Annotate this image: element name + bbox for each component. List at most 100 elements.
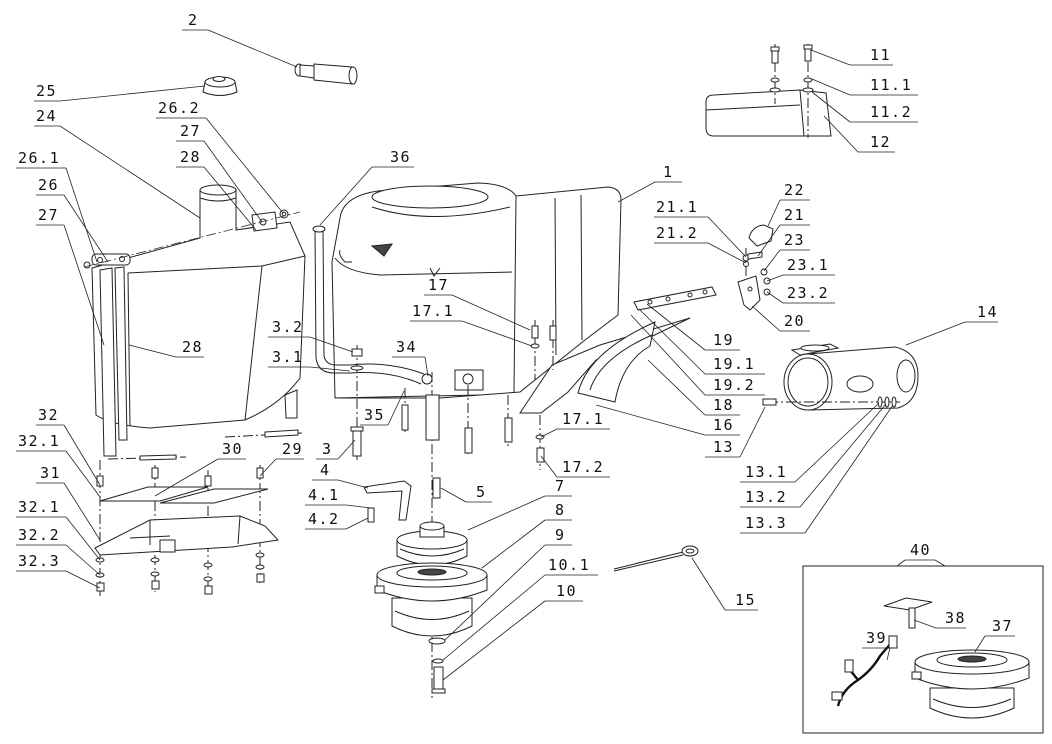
callout-36-label: 36: [390, 148, 411, 166]
callout-3-leader: [337, 439, 356, 460]
callout-32-1-2-leader: [65, 516, 101, 561]
callout-22: 22: [767, 181, 810, 227]
callout-9: 9: [444, 526, 572, 641]
callout-17: 17: [424, 276, 531, 331]
callout-32-1: 32.1: [16, 432, 101, 498]
callout-18: 18: [647, 359, 740, 416]
callout-14-leader: [905, 321, 966, 346]
callout-29-label: 29: [282, 440, 303, 458]
callout-11: 11: [810, 46, 893, 66]
callout-17-2-label: 17.2: [562, 458, 604, 476]
callout-37-label: 37: [992, 617, 1013, 635]
handle-grip-part: [294, 63, 358, 85]
callout-13-2: 13.2: [740, 403, 887, 508]
rod-part: [107, 429, 303, 461]
callout-26-1-label: 26.1: [18, 149, 60, 167]
callout-19-1: 19.1: [638, 308, 765, 375]
callout-32-2-label: 32.2: [18, 526, 60, 544]
callout-22-label: 22: [784, 181, 805, 199]
callout-3-1: 3.1: [268, 348, 351, 372]
callout-21-2: 21.2: [654, 224, 747, 264]
callout-3-2: 3.2: [268, 318, 354, 353]
callout-40: 40: [896, 541, 946, 567]
fuel-tank-part: [91, 184, 306, 429]
callout-21-1-label: 21.1: [656, 198, 698, 216]
callout-14-label: 14: [977, 303, 998, 321]
callout-37: 37: [974, 617, 1015, 653]
callout-13-2-label: 13.2: [745, 488, 787, 506]
callout-21: 21: [757, 206, 810, 257]
callout-3: 3: [316, 439, 356, 460]
callout-32-2-leader: [65, 544, 101, 576]
callout-28-leader: [203, 166, 257, 231]
callout-2: 2: [182, 11, 298, 68]
callout-16-leader: [595, 404, 706, 436]
callout-35-label: 35: [364, 406, 385, 424]
callout-14: 14: [905, 303, 998, 346]
callout-36: 36: [319, 148, 414, 226]
callout-13-2-leader: [799, 403, 887, 508]
callout-13-1-label: 13.1: [745, 463, 787, 481]
callout-8: 8: [481, 501, 572, 569]
heat-shield-part: [705, 89, 832, 137]
callout-10-1: 10.1: [442, 556, 598, 661]
clutch-bolt-part: [428, 637, 446, 694]
callout-16-label: 16: [713, 416, 734, 434]
callout-19-2-label: 19.2: [713, 376, 755, 394]
callout-34-leader: [424, 356, 429, 377]
callout-18-label: 18: [713, 396, 734, 414]
callout-21-label: 21: [784, 206, 805, 224]
callout-38-label: 38: [945, 609, 966, 627]
callout-27-2: 27: [36, 206, 105, 346]
callout-26-leader: [63, 194, 109, 263]
callout-11-1-leader: [811, 78, 851, 96]
callout-40-leader: [896, 559, 906, 567]
callout-34-label: 34: [396, 338, 417, 356]
callout-17-1-2: 17.1: [540, 410, 610, 438]
tank-mount-axis: [83, 211, 301, 268]
callout-39-leader: [886, 647, 891, 661]
callout-4-2-label: 4.2: [308, 510, 340, 528]
callout-12-label: 12: [870, 133, 891, 151]
callout-22-leader: [767, 199, 781, 227]
callout-15: 15: [691, 557, 758, 611]
callout-27-label: 27: [180, 122, 201, 140]
callout-13: 13: [705, 406, 766, 458]
deflector-part: [577, 321, 656, 403]
callout-4-2-leader: [345, 517, 369, 530]
throttle-bracket-part: [737, 224, 774, 311]
callout-27-2-label: 27: [38, 206, 59, 224]
callout-31-leader: [63, 482, 101, 541]
callout-32-leader: [63, 424, 101, 486]
callout-36-leader: [319, 166, 373, 226]
callout-4-1: 4.1: [305, 486, 372, 509]
callout-32-1-2: 32.1: [16, 498, 101, 561]
callout-20-leader: [751, 305, 781, 332]
t-handle-key-part: [883, 597, 933, 629]
callout-23-leader: [763, 249, 781, 272]
callout-19-1-label: 19.1: [713, 355, 755, 373]
callout-13-leader: [739, 406, 766, 458]
callout-27-2-leader: [63, 224, 105, 346]
callout-7: 7: [467, 477, 572, 531]
dipstick-part: [613, 545, 699, 572]
fuel-hose-part: [312, 225, 433, 385]
callout-17-2: 17.2: [540, 455, 610, 478]
callout-3-1-label: 3.1: [272, 348, 304, 366]
heat-shield-bolts: [769, 44, 814, 138]
callout-32-2: 32.2: [16, 526, 101, 576]
callout-10-1-label: 10.1: [548, 556, 590, 574]
callout-27: 27: [176, 122, 263, 223]
callout-4-1-label: 4.1: [308, 486, 340, 504]
callout-9-leader: [444, 544, 546, 641]
callout-4-label: 4: [320, 461, 331, 479]
callout-5-leader: [440, 487, 467, 503]
callout-3-2-leader: [309, 336, 354, 353]
electric-clutch-part: [911, 649, 1030, 719]
callout-19-2-leader: [630, 314, 706, 396]
callout-7-label: 7: [555, 477, 566, 495]
callout-32-1-label: 32.1: [18, 432, 60, 450]
callout-29: 29: [259, 440, 304, 477]
callout-32-label: 32: [38, 406, 59, 424]
